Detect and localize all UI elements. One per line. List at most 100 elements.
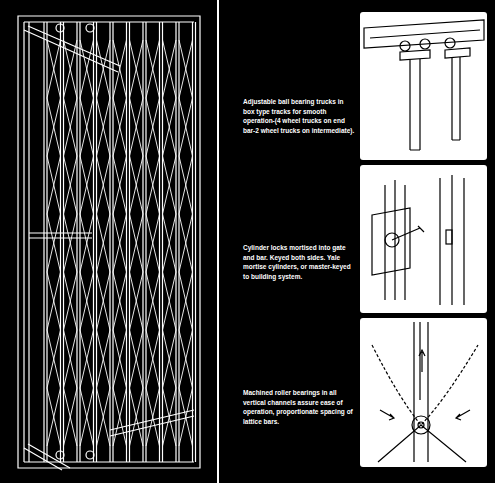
vertical-bar	[94, 22, 97, 462]
top-brace	[24, 26, 120, 72]
lattice-bar	[64, 98, 78, 156]
lattice-bar	[163, 330, 177, 388]
lattice-bar	[97, 40, 111, 98]
lattice-bar	[47, 156, 61, 214]
box-track	[364, 20, 484, 48]
lattice-bar	[130, 214, 144, 272]
lattice-bar	[47, 40, 61, 98]
lattice-bar	[80, 156, 94, 214]
scissor-gate	[18, 16, 200, 470]
truck-wheel	[86, 24, 94, 32]
callout-note: Adjustable ball bearing trucks in box ty…	[243, 97, 355, 135]
lattice-bar	[47, 272, 61, 330]
lattice-bar	[146, 156, 160, 214]
lattice-bar	[130, 98, 144, 156]
vertical-bar	[44, 22, 47, 462]
roller-detail	[360, 318, 487, 467]
lattice-bar	[97, 98, 111, 156]
lattice-bar	[97, 156, 111, 214]
lattice-bar	[64, 388, 78, 446]
lattice-bar	[97, 214, 111, 272]
lock-bar	[440, 175, 464, 305]
lattice-bar	[179, 388, 193, 446]
lattice-bar	[130, 40, 144, 98]
vertical-bar	[193, 22, 196, 462]
lattice-bar	[146, 330, 160, 388]
lattice-bar	[97, 272, 111, 330]
lattice-bar	[179, 98, 193, 156]
truck-wheel	[420, 39, 430, 49]
lattice-bar	[179, 156, 193, 214]
arrow	[456, 410, 470, 420]
lattice-path	[372, 345, 478, 425]
strike-slot	[446, 230, 452, 244]
lattice-bar	[163, 214, 177, 272]
lattice-bar	[47, 98, 61, 156]
detail-panel	[360, 318, 487, 467]
lock-detail	[360, 165, 487, 313]
lattice-bar	[130, 388, 144, 446]
lock-case	[372, 208, 410, 275]
lattice-bar	[113, 272, 127, 330]
lattice-bar	[378, 425, 466, 462]
lattice-bar	[80, 214, 94, 272]
intermediate-bar	[452, 57, 460, 140]
motion-arrow	[419, 350, 425, 372]
vertical-bar	[61, 22, 64, 462]
lattice-bar	[130, 330, 144, 388]
lattice-bar	[113, 214, 127, 272]
vertical-bar	[127, 22, 130, 462]
lattice-bar	[97, 330, 111, 388]
lattice-bar	[80, 98, 94, 156]
lattice-bar	[47, 388, 61, 446]
lattice-bar	[97, 388, 111, 446]
lattice-bar	[163, 98, 177, 156]
gate-frame	[18, 16, 200, 468]
lattice-bar	[113, 156, 127, 214]
gate-bar	[385, 180, 405, 300]
lattice-bar	[130, 156, 144, 214]
lattice-bar	[64, 330, 78, 388]
detail-panel	[360, 165, 487, 313]
lattice-bar	[179, 272, 193, 330]
detail-panel	[360, 12, 487, 160]
lattice-bar	[47, 214, 61, 272]
lattice-bar	[179, 214, 193, 272]
divider-line	[217, 0, 219, 483]
lattice-bar	[64, 272, 78, 330]
callout-note: Cylinder locks mortised into gate and ba…	[243, 243, 355, 281]
end-post	[24, 22, 29, 462]
track-slot	[370, 30, 480, 38]
lattice-bar	[179, 330, 193, 388]
lattice-bar	[146, 98, 160, 156]
callout-note: Machined roller bearings in all vertical…	[243, 388, 355, 426]
lattice-bar	[130, 272, 144, 330]
vertical-bar	[160, 22, 163, 462]
lattice-bar	[146, 40, 160, 98]
lattice-bar	[80, 330, 94, 388]
vertical-bar	[110, 22, 113, 462]
key	[392, 226, 424, 240]
truck-wheel	[400, 41, 410, 51]
vertical-channel	[414, 322, 428, 462]
truck-wheel	[445, 38, 455, 48]
lattice-bar	[80, 272, 94, 330]
lattice-bar	[64, 156, 78, 214]
lattice-bar	[146, 272, 160, 330]
roller	[86, 451, 94, 459]
vertical-bar	[143, 22, 146, 462]
lattice-bar	[179, 40, 193, 98]
lattice-bar	[163, 388, 177, 446]
lattice-bar	[146, 214, 160, 272]
lattice-bar	[113, 330, 127, 388]
frame-track	[24, 22, 194, 462]
lattice-bar	[113, 98, 127, 156]
vertical-bar	[176, 22, 179, 462]
lattice-bar	[163, 156, 177, 214]
lattice-bar	[47, 330, 61, 388]
lattice-bar	[80, 388, 94, 446]
lattice-bar	[163, 40, 177, 98]
lattice-bar	[163, 272, 177, 330]
arrow	[380, 410, 394, 420]
